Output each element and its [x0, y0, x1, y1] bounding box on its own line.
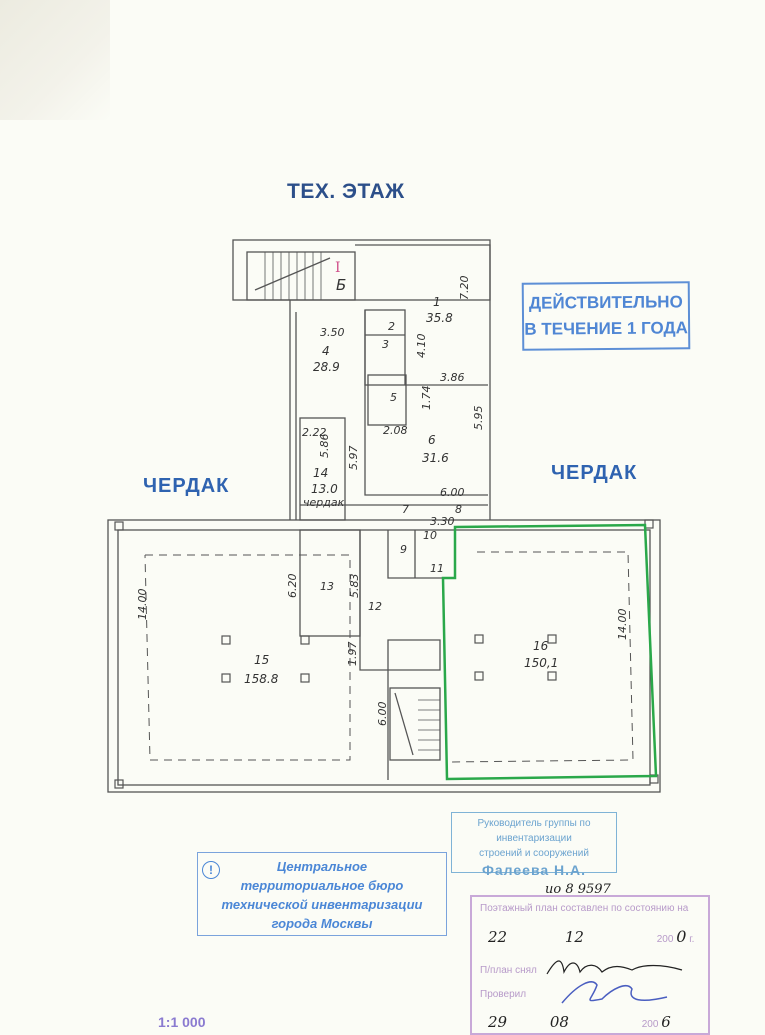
stamp-head-name: Фалеева Н.А. [481, 862, 587, 878]
room-15-area: 158.8 [244, 672, 279, 686]
stamp-validity-line2: В ТЕЧЕНИЕ 1 ГОДА [524, 318, 688, 339]
room-14-area: 13.0 [311, 482, 338, 496]
plan-date2-month: 08 [549, 1013, 569, 1031]
stamp-bti-line: Центральное [276, 859, 368, 874]
stair-mark-roman: I [335, 260, 341, 276]
dim: 5.86 [318, 434, 331, 459]
staircase-lower [389, 687, 441, 761]
dim: 3.86 [440, 371, 465, 384]
dim: 5.95 [472, 406, 485, 431]
paper-fold-shadow [0, 0, 110, 120]
attic-label-left: ЧЕРДАК [143, 475, 230, 497]
dim: 14.00 [616, 609, 629, 641]
dim: 2.22 [302, 426, 327, 439]
dim: 4.10 [415, 334, 428, 359]
room-6-area: 31.6 [422, 451, 449, 465]
stamp-head-line1: Руководитель группы по инвентаризации [477, 818, 591, 844]
room-6-num: 6 [428, 433, 436, 447]
dim: 6.00 [440, 486, 465, 499]
plan-year-unit: г. [689, 934, 695, 945]
room-11-num: 11 [430, 562, 444, 575]
dim: 3.50 [320, 326, 345, 339]
scale-label: 1:1 000 [158, 1014, 206, 1030]
plan-month: 12 [564, 928, 584, 946]
plan-date2-year-prefix: 200 [641, 1019, 659, 1030]
room-16-area: 150,1 [524, 656, 558, 670]
stamp-bti: ! Центральное территориальное бюро техни… [197, 852, 447, 936]
room-1-area: 35.8 [426, 311, 453, 325]
plan-checked-label: Проверил [480, 989, 527, 1000]
stamp-bti-line: территориальное бюро [240, 878, 404, 893]
room-14-num: 14 [313, 466, 328, 480]
plan-date2-year-suffix: 6 [661, 1013, 671, 1031]
stair-mark-letter: Б [336, 276, 346, 294]
dim: 1.74 [420, 386, 433, 411]
room-9-num: 9 [400, 543, 407, 556]
stamp-bti-line: технической инвентаризации [221, 897, 423, 912]
plan-drawn-label: П/план снял [480, 965, 537, 976]
plan-year-prefix: 200 [656, 934, 674, 945]
stamp-bti-line: города Москвы [271, 916, 373, 931]
dim: 5.97 [347, 446, 360, 471]
plan-day: 22 [488, 928, 508, 946]
room-5-num: 5 [390, 391, 397, 404]
wall-upper-top [232, 239, 491, 301]
dim: 1.97 [346, 642, 359, 667]
wall-lower-outer [107, 519, 661, 793]
room-14-note: чердак [303, 496, 345, 509]
room-2-num: 2 [388, 320, 395, 333]
stamp-plan: Поэтажный план составлен по состоянию на… [470, 895, 710, 1035]
room-12-num: 12 [368, 600, 382, 613]
room-3-num: 3 [382, 338, 389, 351]
dim: 3.30 [430, 515, 455, 528]
dim: 6.00 [376, 702, 389, 727]
stamp-validity: ДЕЙСТВИТЕЛЬНО В ТЕЧЕНИЕ 1 ГОДА [521, 281, 691, 351]
plan-date2-day: 29 [488, 1013, 508, 1031]
handwritten-number: ио 8 9597 [545, 882, 611, 897]
room-1-num: 1 [433, 295, 441, 309]
stamp-validity-line1: ДЕЙСТВИТЕЛЬНО [528, 292, 683, 313]
dim: 5.83 [348, 574, 361, 599]
room-13-num: 13 [320, 580, 334, 593]
attic-label-right: ЧЕРДАК [551, 462, 638, 484]
room-8-num: 8 [455, 503, 462, 516]
stamp-group-head: Руководитель группы по инвентаризации ст… [451, 812, 617, 878]
room-16-num: 16 [533, 639, 549, 653]
room-4-area: 28.9 [313, 360, 340, 374]
room-10-num: 10 [423, 529, 437, 542]
signature-checked [561, 981, 668, 1004]
room-15-num: 15 [254, 653, 269, 667]
staircase-upper [246, 251, 356, 301]
room-4-num: 4 [322, 344, 330, 358]
stamp-head-line2: строений и сооружений [479, 848, 589, 859]
room-7-num: 7 [402, 503, 409, 516]
dim: 2.08 [383, 424, 408, 437]
page-title: ТЕХ. ЭТАЖ [287, 180, 405, 203]
highlighted-room-16[interactable] [441, 523, 658, 781]
dim: 6.20 [286, 574, 299, 599]
signature-drawn [546, 960, 683, 975]
dim: 7.20 [458, 276, 471, 301]
exclamation-icon: ! [202, 861, 220, 879]
wall-room1 [355, 244, 491, 520]
plan-year-suffix: 0 [676, 927, 687, 946]
plan-caption: Поэтажный план составлен по состоянию на [480, 903, 689, 914]
dim: 14.00 [136, 589, 149, 621]
